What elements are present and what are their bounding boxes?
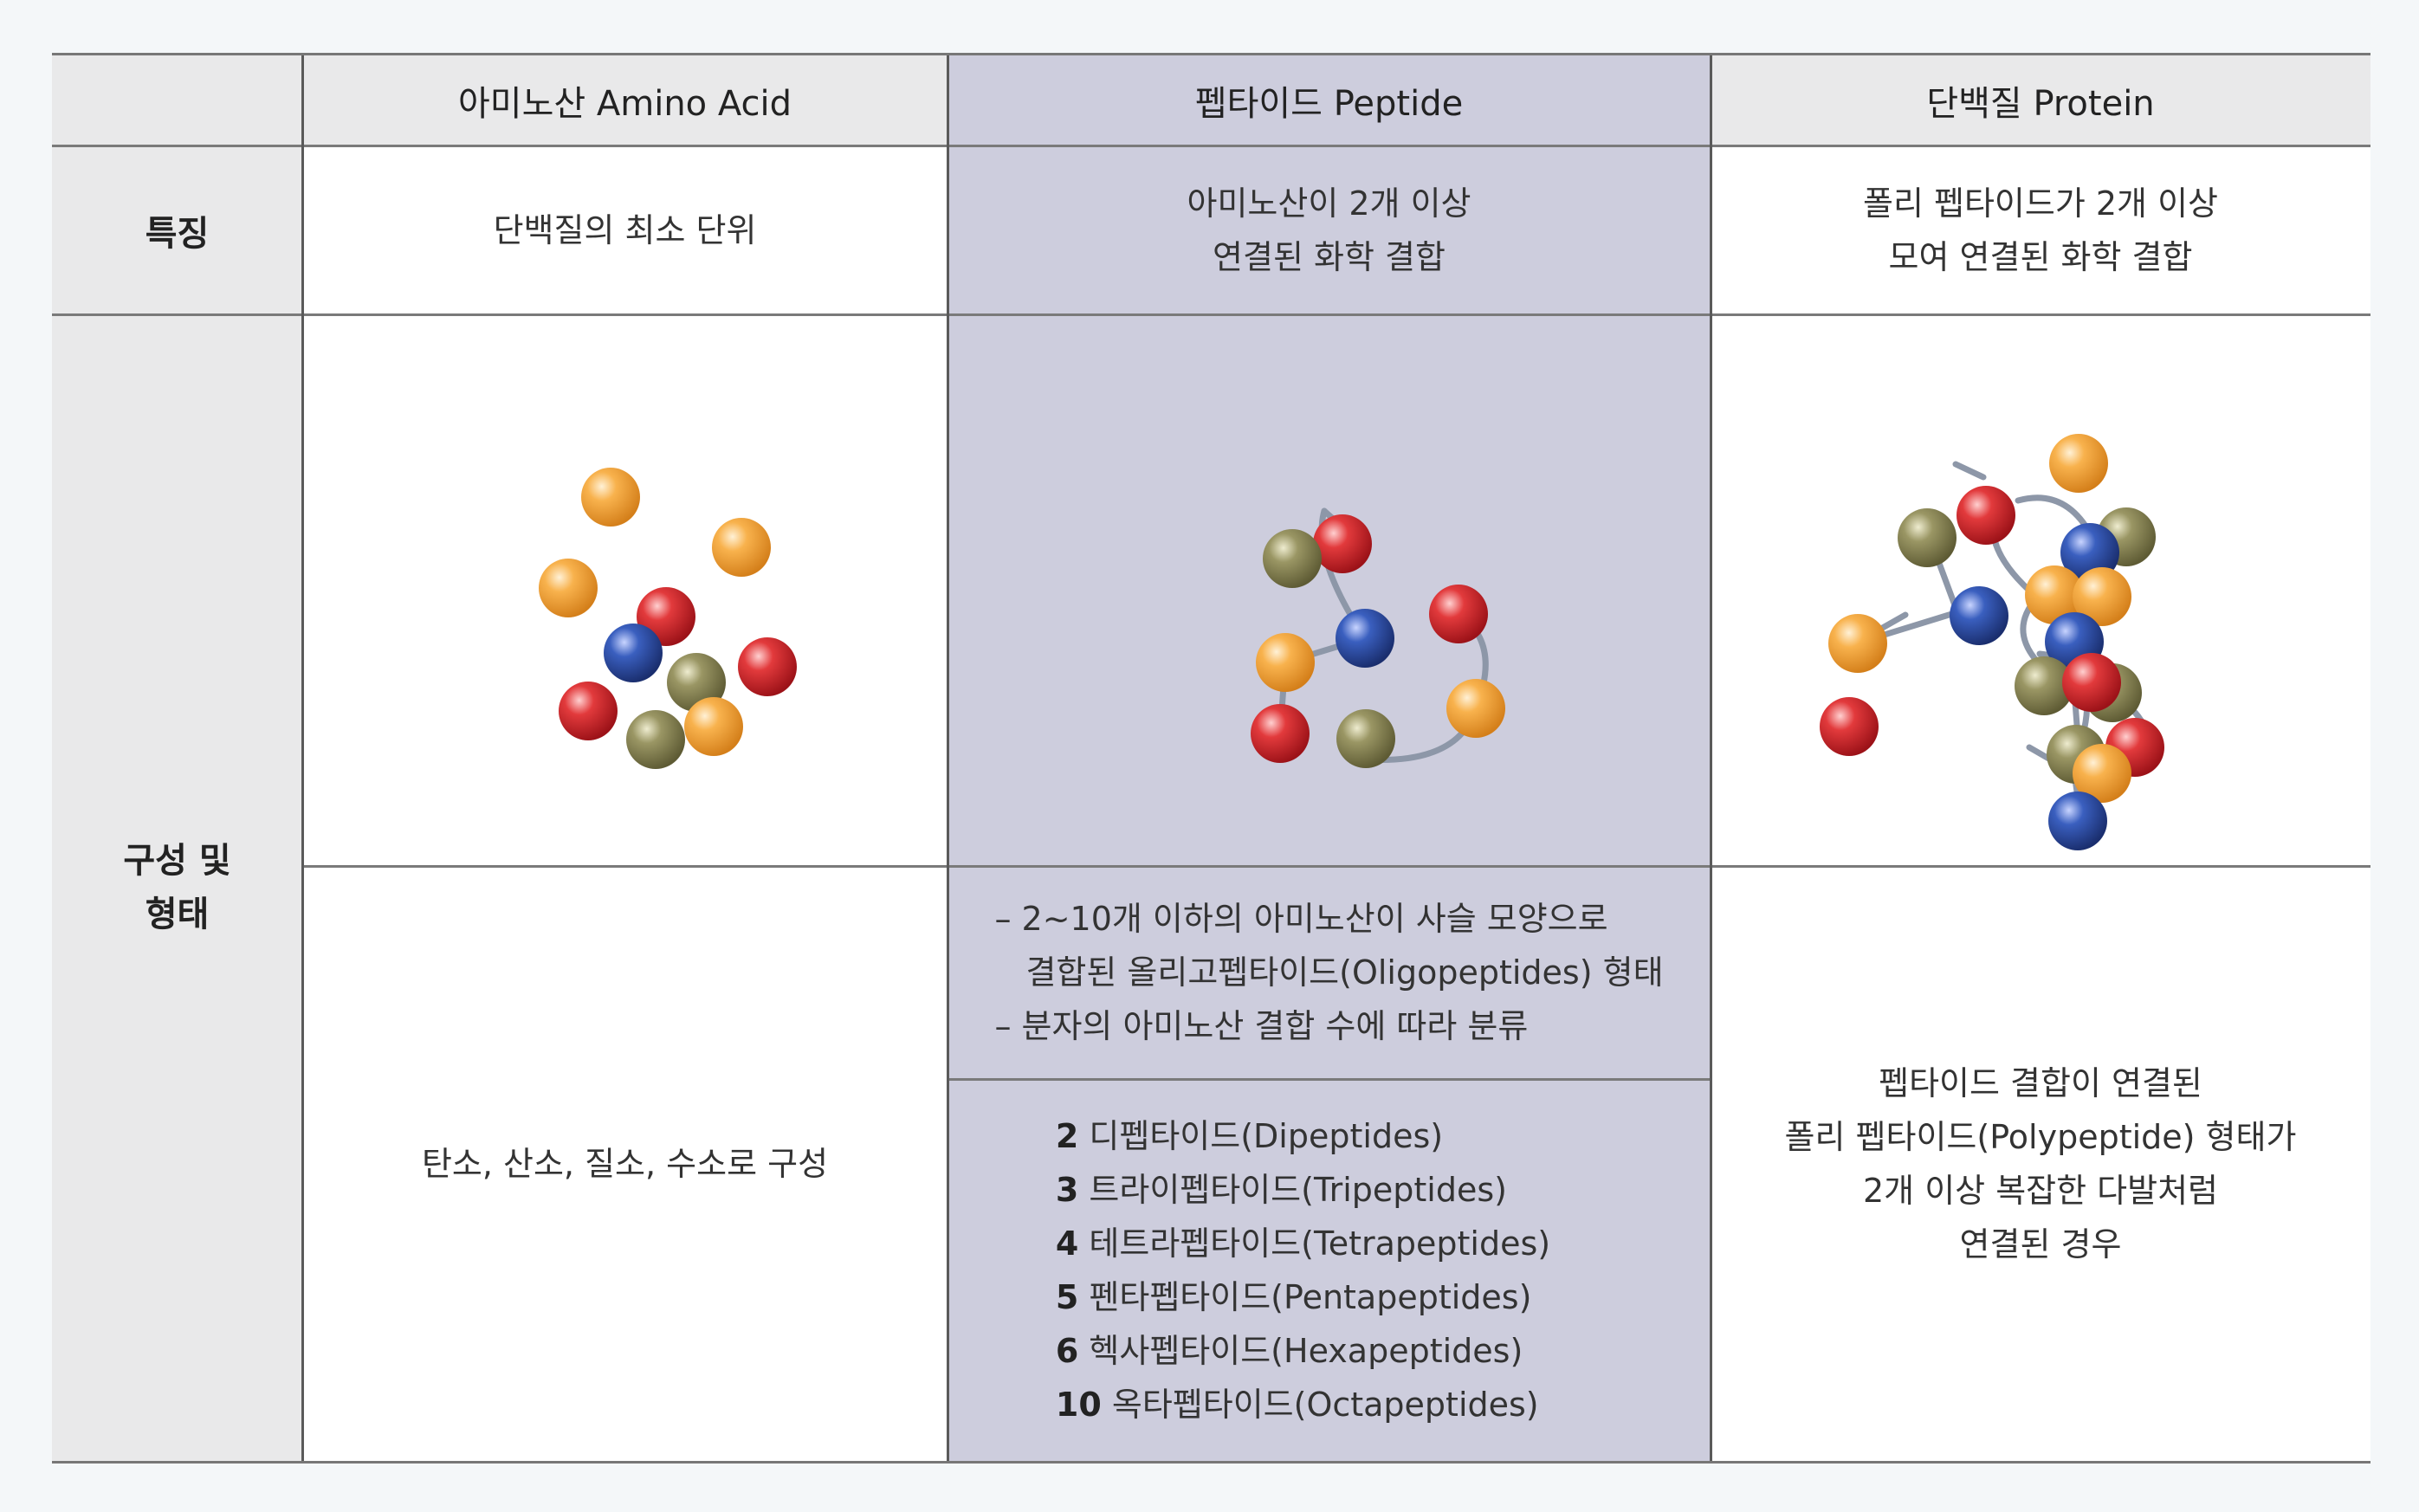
peptide-type-item: 10 옥타펩타이드(Octapeptides) [1056, 1378, 1550, 1431]
amino-acid-molecule-illustration [539, 468, 797, 769]
divider [948, 1078, 1711, 1081]
feature-peptide-line-2: 연결된 화학 결합 [1213, 237, 1446, 276]
row-label-feature: 특징 [52, 145, 302, 314]
peptide-type-number: 2 [1055, 1116, 1079, 1155]
divider [947, 55, 949, 1461]
protein-illustration-cell [1711, 314, 2370, 866]
feature-protein-line-2: 모여 연결된 화학 결합 [1888, 237, 2193, 276]
feature-protein: 폴리 펩타이드가 2개 이상 모여 연결된 화학 결합 [1711, 145, 2370, 314]
feature-peptide: 아미노산이 2개 이상 연결된 화학 결합 [948, 145, 1711, 314]
peptide-type-number: 5 [1055, 1277, 1079, 1316]
composition-protein-line-4: 연결된 경우 [1959, 1224, 2122, 1263]
divider [302, 865, 2370, 868]
peptide-desc-line-1: – 2~10개 이하의 아미노산이 사슬 모양으로 [994, 900, 1608, 938]
divider [1710, 55, 1712, 1461]
divider [52, 313, 2370, 316]
peptide-desc-line-3: – 분자의 아미노산 결합 수에 따라 분류 [994, 1007, 1529, 1045]
peptide-type-name: 테트라펩타이드(Tetrapeptides) [1089, 1224, 1551, 1263]
composition-protein-line-1: 펩타이드 결합이 연결된 [1879, 1063, 2202, 1102]
peptide-chain-illustration [1251, 507, 1505, 768]
row-label-structure-line-2: 형태 [145, 895, 210, 934]
divider [301, 55, 304, 1461]
header-amino-acid: 아미노산 Amino Acid [302, 55, 948, 145]
feature-amino-acid: 단백질의 최소 단위 [302, 145, 948, 314]
peptide-type-list: 2 디펩타이드(Dipeptides) 3 트라이펩타이드(Tripeptide… [948, 1079, 1711, 1461]
composition-amino-acid: 탄소, 산소, 질소, 수소로 구성 [302, 866, 948, 1461]
peptide-type-item: 3 트라이펩타이드(Tripeptides) [1056, 1163, 1550, 1217]
header-peptide: 펩타이드 Peptide [948, 55, 1711, 145]
peptide-type-item: 2 디펩타이드(Dipeptides) [1056, 1109, 1550, 1163]
header-empty-cell [52, 55, 302, 145]
feature-protein-line-1: 폴리 펩타이드가 2개 이상 [1862, 184, 2218, 223]
peptide-type-name: 헥사펩타이드(Hexapeptides) [1089, 1331, 1523, 1370]
divider [52, 145, 2370, 147]
peptide-type-name: 옥타펩타이드(Octapeptides) [1111, 1385, 1539, 1424]
row-label-structure-line-1: 구성 및 [123, 841, 231, 881]
protein-bundle-illustration [1820, 434, 2164, 850]
composition-protein-line-3: 2개 이상 복잡한 다발처럼 [1862, 1171, 2218, 1210]
peptide-type-number: 10 [1055, 1385, 1102, 1424]
composition-protein-line-2: 폴리 펩타이드(Polypeptide) 형태가 [1784, 1117, 2297, 1156]
peptide-type-name: 펜타펩타이드(Pentapeptides) [1089, 1277, 1532, 1316]
composition-protein: 펩타이드 결합이 연결된 폴리 펩타이드(Polypeptide) 형태가 2개… [1711, 866, 2370, 1461]
peptide-type-item: 5 펜타펩타이드(Pentapeptides) [1056, 1270, 1550, 1324]
row-label-structure: 구성 및 형태 [52, 314, 302, 1461]
peptide-type-name: 트라이펩타이드(Tripeptides) [1089, 1170, 1507, 1209]
comparison-table: 아미노산 Amino Acid 펩타이드 Peptide 단백질 Protein… [52, 53, 2370, 1464]
peptide-type-item: 4 테트라펩타이드(Tetrapeptides) [1056, 1217, 1550, 1270]
peptide-type-name: 디펩타이드(Dipeptides) [1089, 1116, 1444, 1155]
peptide-type-number: 6 [1055, 1331, 1079, 1370]
feature-peptide-line-1: 아미노산이 2개 이상 [1187, 184, 1471, 223]
peptide-type-number: 4 [1055, 1224, 1079, 1263]
peptide-description: – 2~10개 이하의 아미노산이 사슬 모양으로 결합된 올리고펩타이드(Ol… [948, 866, 1711, 1079]
header-protein: 단백질 Protein [1711, 55, 2370, 145]
amino-acid-illustration-cell [302, 314, 948, 866]
peptide-type-item: 6 헥사펩타이드(Hexapeptides) [1056, 1324, 1550, 1378]
peptide-type-number: 3 [1055, 1170, 1079, 1209]
peptide-illustration-cell [948, 314, 1711, 866]
peptide-desc-line-2: 결합된 올리고펩타이드(Oligopeptides) 형태 [1025, 953, 1664, 992]
